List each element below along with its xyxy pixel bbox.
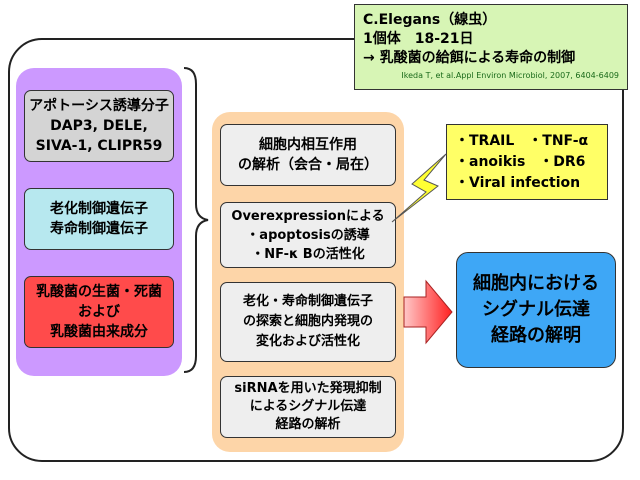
box-line: の解析（会合・局在） <box>238 157 378 173</box>
signal-line: ・TRAIL ・TNF-α <box>455 133 589 149</box>
reference-box: C.Elegans（線虫） 1個体 18-21日 → 乳酸菌の給餌による寿命の制… <box>354 4 628 90</box>
apoptosis-molecules-box: アポトーシス誘導分子 DAP3, DELE, SIVA-1, CLIPR59 <box>24 90 174 162</box>
right-arrow-icon <box>403 279 453 345</box>
reference-citation: Ikeda T, et al.Appl Environ Microbiol, 2… <box>401 71 619 80</box>
lactobacillus-box: 乳酸菌の生菌・死菌 および 乳酸菌由来成分 <box>24 276 174 348</box>
box-line: および <box>78 304 120 320</box>
reference-topic: → 乳酸菌の給餌による寿命の制御 <box>363 50 576 66</box>
box-line: DAP3, DELE, <box>50 118 148 134</box>
box-line: アポトーシス誘導分子 <box>29 98 169 114</box>
box-line: 経路の解析 <box>275 417 341 432</box>
box-line: ・NF-κ Bの活性化 <box>251 246 365 262</box>
lightning-bolt-icon <box>391 153 447 223</box>
box-line: 老化制御遺伝子 <box>50 201 148 217</box>
box-line: の探索と細胞内発現の <box>242 314 373 329</box>
outer-frame <box>8 38 624 462</box>
box-line: Overexpressionによる <box>231 208 385 224</box>
result-line: 細胞内における <box>473 273 599 294</box>
result-line: 経路の解明 <box>491 325 581 346</box>
sirna-box: siRNAを用いた発現抑制 によるシグナル伝達 経路の解析 <box>220 376 396 438</box>
right-brace <box>183 67 209 373</box>
box-line: 変化および活性化 <box>255 334 360 349</box>
box-line: 乳酸菌の生菌・死菌 <box>36 284 162 300</box>
aging-genes-box: 老化制御遺伝子 寿命制御遺伝子 <box>24 188 174 250</box>
result-line: シグナル伝達 <box>482 299 590 320</box>
box-line: 細胞内相互作用 <box>259 137 357 153</box>
box-line: siRNAを用いた発現抑制 <box>234 381 382 396</box>
signals-box: ・TRAIL ・TNF-α ・anoikis ・DR6 ・Viral infec… <box>446 124 608 200</box>
signal-line: ・anoikis ・DR6 <box>455 154 586 170</box>
overexpression-box: Overexpressionによる ・apoptosisの誘導 ・NF-κ Bの… <box>220 202 396 268</box>
box-line: によるシグナル伝達 <box>249 399 367 414</box>
signal-line: ・Viral infection <box>455 175 581 191</box>
box-line: 乳酸菌由来成分 <box>50 324 148 340</box>
reference-lifespan: 1個体 18-21日 <box>363 31 474 47</box>
box-line: 老化・寿命制御遺伝子 <box>242 294 373 309</box>
reference-organism: C.Elegans（線虫） <box>363 12 497 28</box>
box-line: 寿命制御遺伝子 <box>50 221 148 237</box>
box-line: SIVA-1, CLIPR59 <box>35 138 163 154</box>
gene-search-box: 老化・寿命制御遺伝子 の探索と細胞内発現の 変化および活性化 <box>220 282 396 362</box>
interaction-analysis-box: 細胞内相互作用 の解析（会合・局在） <box>220 124 396 186</box>
result-box: 細胞内における シグナル伝達 経路の解明 <box>456 252 616 368</box>
box-line: ・apoptosisの誘導 <box>246 227 370 243</box>
